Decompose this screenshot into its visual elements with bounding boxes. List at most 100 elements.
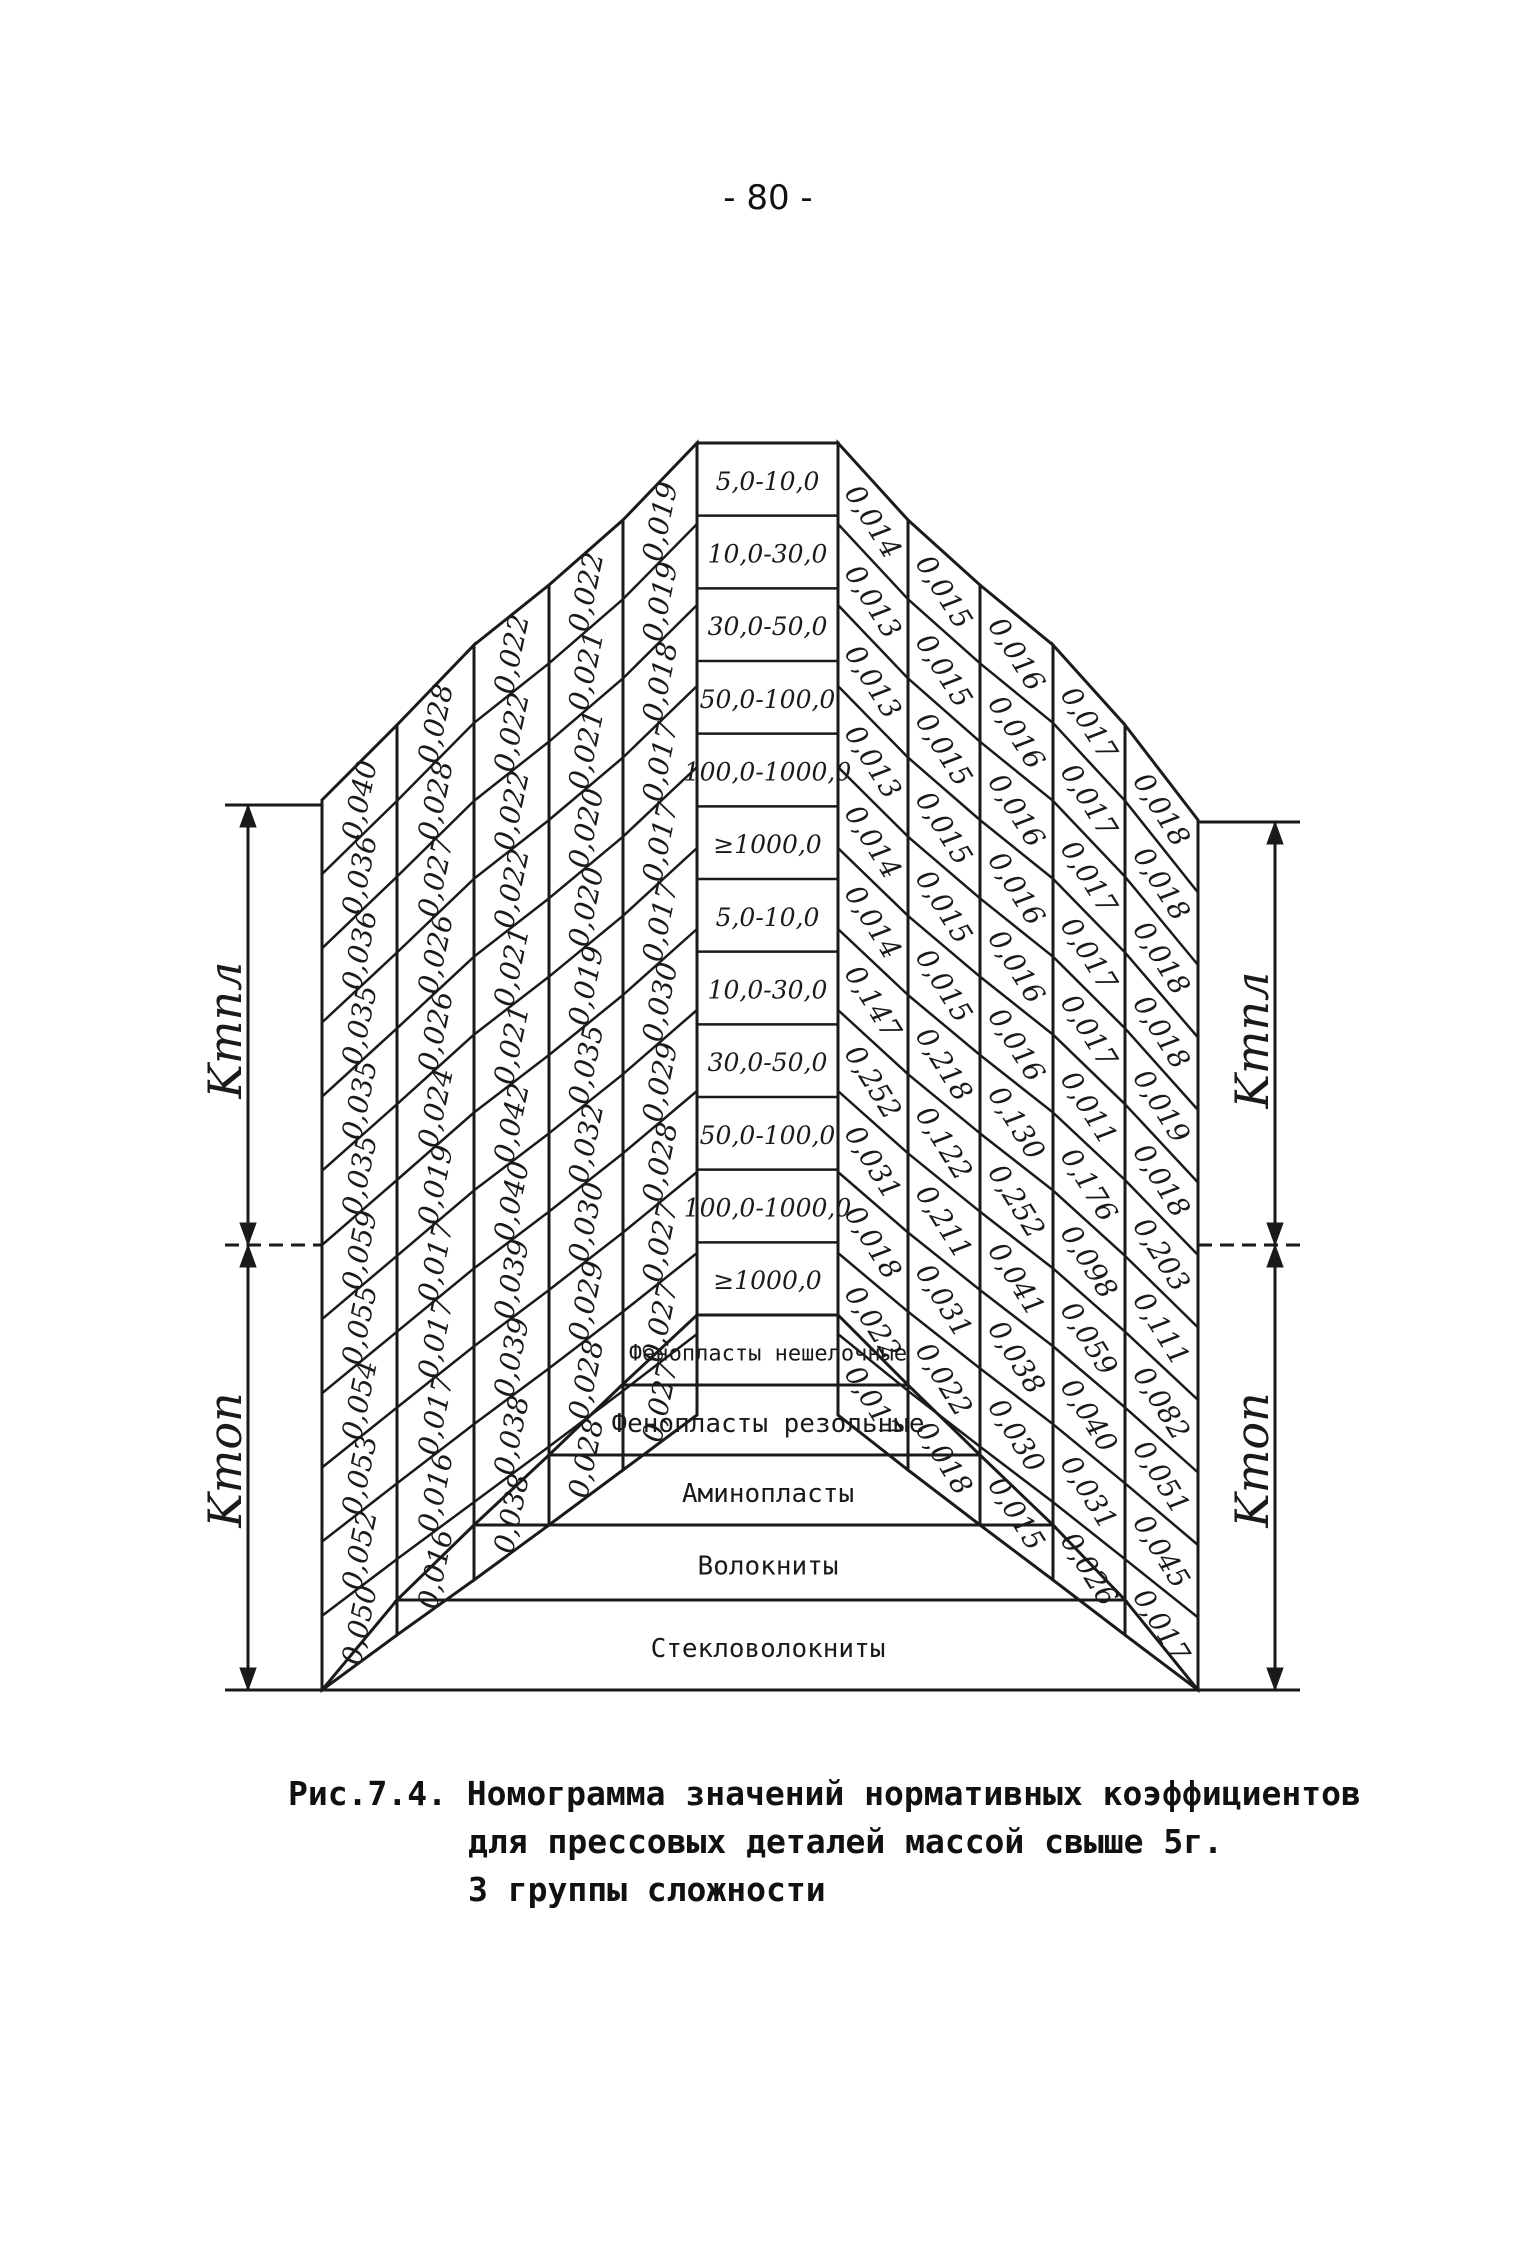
- axis-label-right-lower: Kтоп: [1225, 1392, 1279, 1528]
- right-wing-values: 0,0140,0130,0130,0130,0140,0140,1470,252…: [838, 479, 1197, 1668]
- material-label: Фенопласты нешелочные: [629, 1342, 907, 1367]
- left-coefficient-value: 0,017: [636, 879, 685, 964]
- left-coefficient-value: 0,021: [562, 628, 611, 713]
- left-coefficient-value: 0,028: [411, 681, 460, 766]
- left-coefficient-value: 0,035: [335, 982, 384, 1067]
- right-coefficient-value: 0,013: [838, 639, 908, 724]
- left-coefficient-value: 0,028: [411, 758, 460, 843]
- right-coefficient-value: 0,013: [838, 559, 908, 644]
- right-coefficient-value: 0,018: [1126, 915, 1196, 1000]
- left-coefficient-value: 0,017: [636, 719, 685, 804]
- material-label: Фенопласты резольные: [611, 1409, 924, 1439]
- left-coefficient-value: 0,017: [636, 799, 685, 884]
- mass-range-label: 50,0-100,0: [700, 685, 836, 714]
- right-coefficient-value: 0,147: [838, 959, 909, 1045]
- left-coefficient-value: 0,032: [562, 1100, 611, 1185]
- left-coefficient-value: 0,055: [335, 1282, 384, 1367]
- right-coefficient-value: 0,016: [981, 768, 1051, 853]
- left-coefficient-value: 0,029: [562, 1258, 611, 1343]
- right-coefficient-value: 0,218: [909, 1022, 979, 1107]
- left-coefficient-value: 0,020: [562, 864, 611, 949]
- right-coefficient-value: 0,011: [1054, 1065, 1124, 1150]
- right-coefficient-value: 0,015: [909, 943, 979, 1028]
- right-coefficient-value: 0,122: [909, 1100, 979, 1185]
- left-coefficient-value: 0,029: [636, 1039, 685, 1124]
- right-coefficient-value: 0,015: [909, 549, 979, 634]
- left-coefficient-value: 0,016: [411, 1450, 460, 1535]
- mass-range-label: 100,0-1000,0: [684, 1194, 852, 1223]
- left-coefficient-value: 0,022: [487, 611, 536, 696]
- right-coefficient-value: 0,018: [1126, 841, 1196, 926]
- right-coefficient-value: 0,014: [838, 479, 908, 564]
- mass-range-label: 30,0-50,0: [708, 612, 828, 641]
- left-coefficient-value: 0,020: [562, 785, 611, 870]
- caption-line-3: 3 группы сложности: [288, 1866, 1388, 1914]
- right-coefficient-value: 0,015: [909, 628, 979, 713]
- left-coefficient-value: 0,019: [636, 559, 685, 644]
- left-coefficient-value: 0,021: [487, 924, 536, 1009]
- material-label: Аминопласты: [682, 1479, 854, 1509]
- left-coefficient-value: 0,017: [411, 1219, 460, 1304]
- right-coefficient-value: 0,016: [981, 689, 1051, 774]
- right-coefficient-value: 0,018: [1126, 767, 1196, 852]
- left-coefficient-value: 0,018: [636, 639, 685, 724]
- mass-range-label: 50,0-100,0: [700, 1121, 836, 1150]
- left-coefficient-value: 0,019: [411, 1142, 460, 1227]
- right-coefficient-value: 0,203: [1126, 1212, 1196, 1297]
- right-coefficient-value: 0,098: [1054, 1219, 1124, 1304]
- left-coefficient-value: 0,054: [335, 1357, 384, 1442]
- left-coefficient-value: 0,027: [636, 1199, 685, 1284]
- right-coefficient-value: 0,015: [909, 864, 979, 949]
- right-coefficient-value: 0,018: [1126, 989, 1196, 1074]
- right-coefficient-value: 0,031: [909, 1258, 979, 1343]
- left-coefficient-value: 0,022: [487, 690, 536, 775]
- left-coefficient-value: 0,017: [411, 1296, 460, 1381]
- caption-line-2: для прессовых деталей массой свыше 5г.: [288, 1818, 1388, 1866]
- right-coefficient-value: 0,059: [1054, 1296, 1124, 1381]
- left-coefficient-value: 0,035: [562, 1022, 611, 1107]
- left-coefficient-value: 0,021: [487, 1002, 536, 1087]
- right-coefficient-value: 0,017: [1126, 1583, 1197, 1669]
- left-coefficient-value: 0,038: [487, 1393, 536, 1478]
- right-coefficient-value: 0,130: [981, 1080, 1051, 1165]
- left-coefficient-value: 0,035: [335, 1057, 384, 1142]
- left-coefficient-value: 0,040: [487, 1158, 536, 1243]
- mass-range-label: 5,0-10,0: [716, 467, 820, 496]
- mass-range-label: ≥1000,0: [713, 830, 822, 859]
- right-coefficient-value: 0,016: [981, 924, 1051, 1009]
- right-coefficient-value: 0,031: [838, 1119, 908, 1204]
- left-coefficient-value: 0,039: [487, 1236, 536, 1321]
- left-coefficient-value: 0,035: [335, 1132, 384, 1217]
- axis-label-left-upper: Kтпл: [198, 962, 252, 1100]
- left-coefficient-value: 0,028: [562, 1415, 611, 1500]
- material-label: Волокниты: [698, 1552, 839, 1582]
- left-coefficient-value: 0,038: [487, 1471, 536, 1556]
- right-coefficient-value: 0,014: [838, 799, 908, 884]
- right-coefficient-value: 0,015: [909, 785, 979, 870]
- left-coefficient-value: 0,022: [487, 846, 536, 931]
- figure-caption: Рис.7.4. Номограмма значений нормативных…: [288, 1770, 1388, 1914]
- mass-range-label: 5,0-10,0: [716, 903, 820, 932]
- right-coefficient-value: 0,082: [1126, 1360, 1196, 1445]
- right-coefficient-value: 0,031: [1054, 1449, 1124, 1534]
- right-coefficient-value: 0,038: [981, 1314, 1051, 1399]
- right-coefficient-value: 0,045: [1126, 1509, 1196, 1594]
- left-coefficient-value: 0,040: [335, 757, 384, 842]
- material-label: Стекловолокниты: [651, 1634, 886, 1664]
- right-coefficient-value: 0,111: [1126, 1286, 1196, 1371]
- right-coefficient-value: 0,019: [1126, 1064, 1196, 1149]
- right-coefficient-value: 0,017: [1054, 988, 1125, 1074]
- right-coefficient-value: 0,016: [981, 1002, 1051, 1087]
- left-coefficient-value: 0,030: [562, 1179, 611, 1264]
- right-coefficient-value: 0,016: [981, 846, 1051, 931]
- left-coefficient-value: 0,026: [411, 911, 460, 996]
- left-coefficient-value: 0,059: [335, 1207, 384, 1292]
- left-coefficient-value: 0,036: [335, 832, 384, 917]
- right-coefficient-value: 0,040: [1054, 1373, 1124, 1458]
- right-coefficient-value: 0,018: [838, 1200, 908, 1285]
- left-coefficient-value: 0,053: [335, 1432, 384, 1517]
- left-coefficient-value: 0,036: [335, 907, 384, 992]
- right-coefficient-value: 0,252: [981, 1158, 1051, 1243]
- left-coefficient-value: 0,028: [636, 1120, 685, 1205]
- left-coefficient-value: 0,019: [562, 943, 611, 1028]
